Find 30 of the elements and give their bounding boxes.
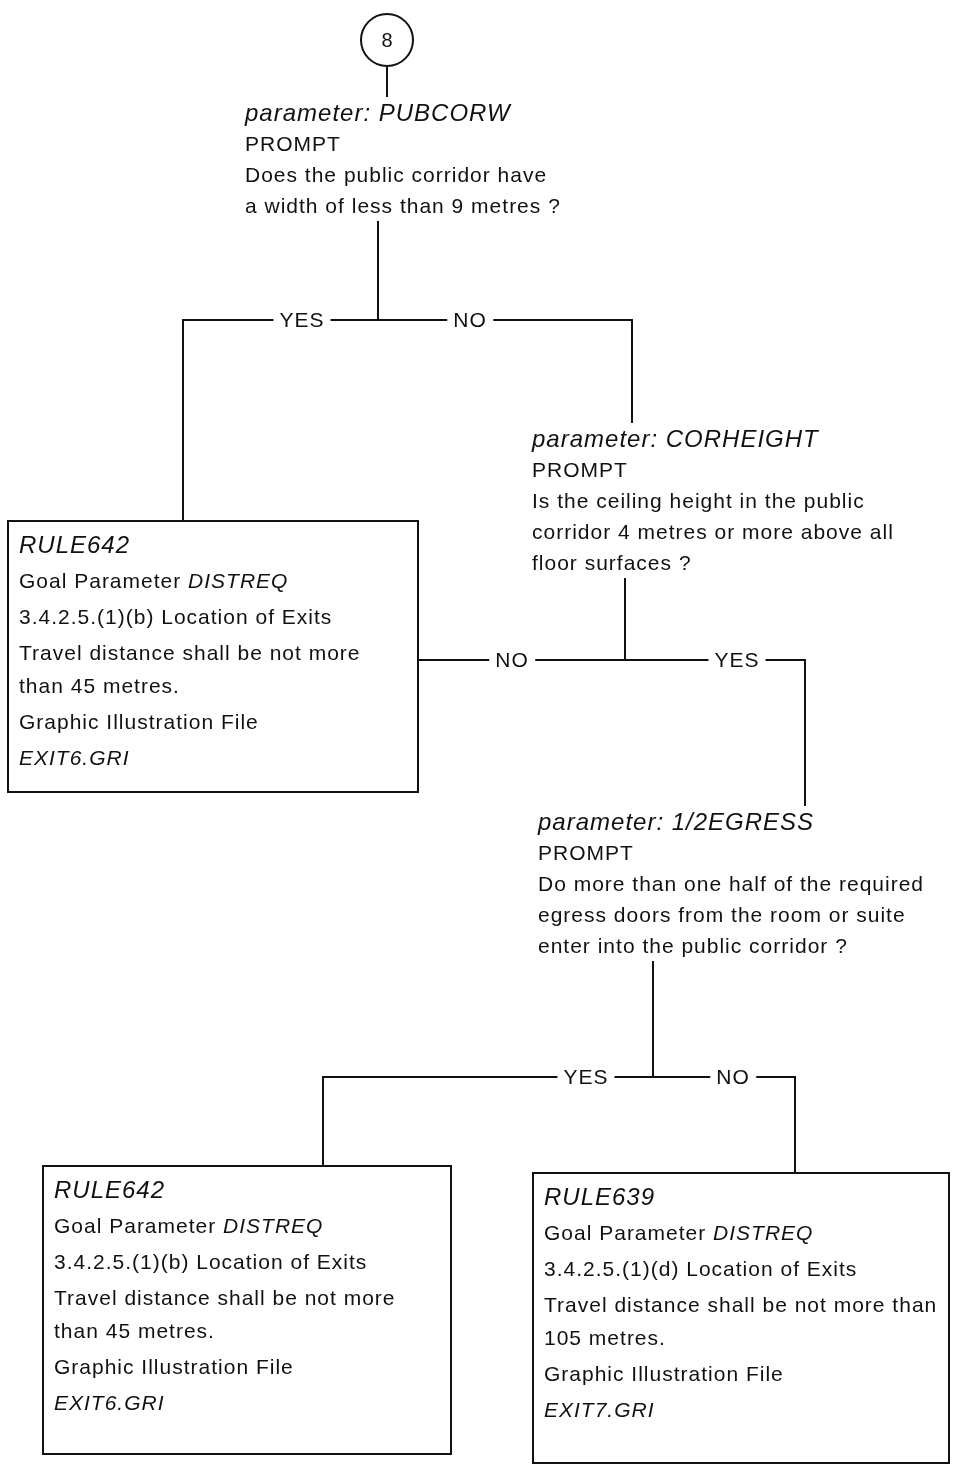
prompt-label: PROMPT	[538, 840, 635, 866]
rule-text: Goal Parameter DISTREQ	[54, 1213, 325, 1239]
question-text: Do more than one half of the required egress doors from the room or suite enter into the public corridor ?	[538, 871, 926, 959]
connector-line	[377, 220, 633, 424]
prompt-label: PROMPT	[532, 457, 629, 483]
rule-name: RULE639	[544, 1182, 657, 1212]
rule-name: RULE642	[54, 1175, 167, 1205]
rule-text: 3.4.2.5.(1)(b) Location of Exits	[19, 604, 334, 630]
rule-text: Goal Parameter DISTREQ	[544, 1220, 815, 1246]
rule-text: Graphic Illustration File	[54, 1354, 295, 1380]
file-name: EXIT7.GRI	[544, 1397, 656, 1423]
rule-text: Travel distance shall be not more than 45 metres.	[19, 640, 362, 699]
connector-line	[386, 66, 388, 98]
file-name: EXIT6.GRI	[54, 1390, 166, 1416]
parameter-heading: parameter: CORHEIGHT	[532, 424, 820, 454]
question-text: Does the public corridor have a width of less than 9 metres ?	[245, 162, 562, 219]
rule-name: RULE642	[19, 530, 132, 560]
rule-text: Goal Parameter DISTREQ	[19, 568, 290, 594]
file-name: EXIT6.GRI	[19, 745, 131, 771]
prompt-label: PROMPT	[245, 131, 342, 157]
connector-circle: 8	[360, 13, 414, 67]
parameter-heading: parameter: PUBCORW	[245, 98, 513, 128]
rule-text: Graphic Illustration File	[19, 709, 260, 735]
rule-text: 3.4.2.5.(1)(d) Location of Exits	[544, 1256, 859, 1282]
parameter-heading: parameter: 1/2EGRESS	[538, 807, 816, 837]
question-text: Is the ceiling height in the public corridor 4 metres or more above all floor surfaces ?	[532, 488, 895, 576]
rule-text: Travel distance shall be not more than 45 metres.	[54, 1285, 397, 1344]
rule-text: Travel distance shall be not more than 105 metres.	[544, 1292, 938, 1351]
rule-text: 3.4.2.5.(1)(b) Location of Exits	[54, 1249, 369, 1275]
rule-text: Graphic Illustration File	[544, 1361, 785, 1387]
